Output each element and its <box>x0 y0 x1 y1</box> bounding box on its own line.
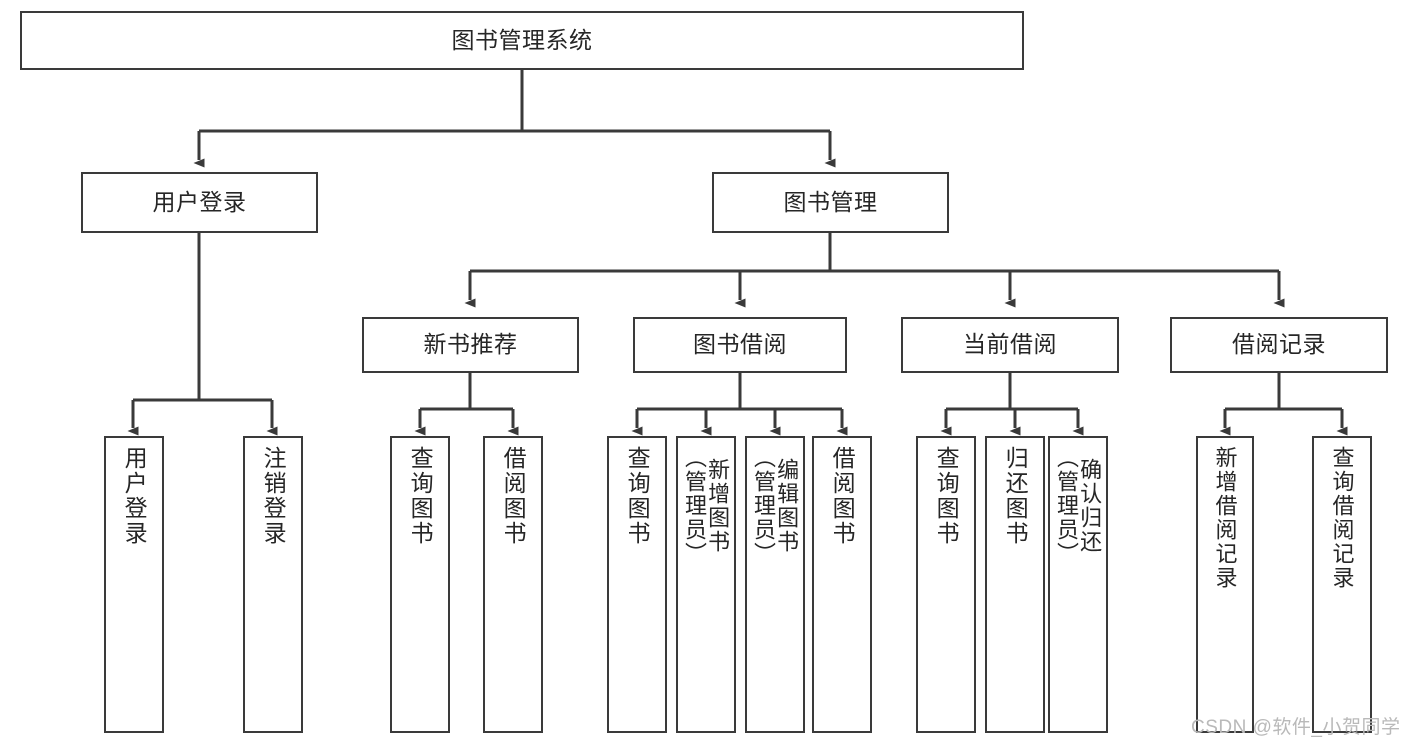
node-book-borrow[interactable]: 图书借阅 <box>633 317 847 373</box>
node-leaf-br-query-label: 查询借阅记录 <box>1329 446 1355 590</box>
node-leaf-rec-borrow[interactable]: 借阅图书 <box>483 436 543 733</box>
node-leaf-cb-query[interactable]: 查询图书 <box>916 436 976 733</box>
node-leaf-cb-confirm[interactable]: 确认归还 （管理员） <box>1048 436 1108 733</box>
node-leaf-user-login-label: 用户登录 <box>121 446 148 546</box>
node-leaf-bb-borrow[interactable]: 借阅图书 <box>812 436 872 733</box>
node-leaf-rec-borrow-label: 借阅图书 <box>500 446 527 546</box>
node-leaf-user-login[interactable]: 用户登录 <box>104 436 164 733</box>
node-leaf-cb-return[interactable]: 归还图书 <box>985 436 1045 733</box>
node-current-borrow[interactable]: 当前借阅 <box>901 317 1119 373</box>
node-leaf-bb-add[interactable]: 新增图书 （管理员） <box>676 436 736 733</box>
node-new-book-rec-label: 新书推荐 <box>423 331 518 358</box>
node-book-manage[interactable]: 图书管理 <box>712 172 949 233</box>
node-leaf-rec-query-label: 查询图书 <box>407 446 434 546</box>
node-new-book-rec[interactable]: 新书推荐 <box>362 317 579 373</box>
node-leaf-cb-query-label: 查询图书 <box>933 446 960 546</box>
node-root-label: 图书管理系统 <box>451 26 593 53</box>
csdn-watermark: CSDN @软件_小贺同学 <box>1191 717 1401 738</box>
node-leaf-br-query[interactable]: 查询借阅记录 <box>1312 436 1372 733</box>
node-leaf-rec-query[interactable]: 查询图书 <box>390 436 450 733</box>
node-leaf-bb-add-label: 新增图书 （管理员） <box>682 446 731 566</box>
node-leaf-bb-query-label: 查询图书 <box>624 446 651 546</box>
node-leaf-bb-edit[interactable]: 编辑图书 （管理员） <box>745 436 805 733</box>
node-leaf-bb-borrow-label: 借阅图书 <box>829 446 856 546</box>
node-leaf-cb-return-label: 归还图书 <box>1002 446 1029 546</box>
node-leaf-cb-confirm-label: 确认归还 （管理员） <box>1054 446 1103 566</box>
node-borrow-record[interactable]: 借阅记录 <box>1170 317 1388 373</box>
node-root[interactable]: 图书管理系统 <box>20 11 1024 70</box>
node-leaf-br-add-label: 新增借阅记录 <box>1212 446 1238 590</box>
node-user-login[interactable]: 用户登录 <box>81 172 318 233</box>
node-book-manage-label: 图书管理 <box>783 188 878 215</box>
node-borrow-record-label: 借阅记录 <box>1232 331 1326 358</box>
node-current-borrow-label: 当前借阅 <box>963 331 1057 358</box>
node-leaf-bb-edit-label: 编辑图书 （管理员） <box>751 446 800 566</box>
node-leaf-bb-query[interactable]: 查询图书 <box>607 436 667 733</box>
node-book-borrow-label: 图书借阅 <box>693 331 787 358</box>
node-leaf-br-add[interactable]: 新增借阅记录 <box>1196 436 1254 733</box>
node-leaf-logout[interactable]: 注销登录 <box>243 436 303 733</box>
node-leaf-logout-label: 注销登录 <box>260 446 287 546</box>
node-user-login-label: 用户登录 <box>152 188 247 215</box>
